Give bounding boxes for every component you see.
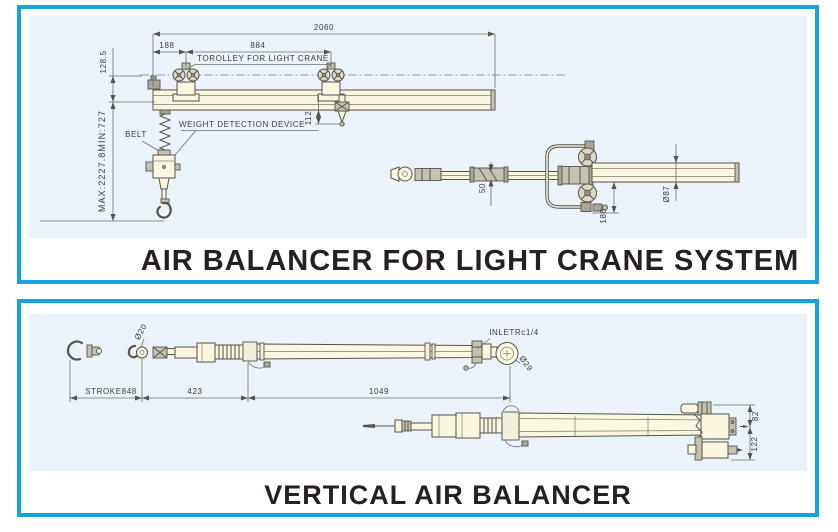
hook-top-view bbox=[390, 166, 400, 182]
dimensions-top-view: 50 186 Ø87 bbox=[478, 144, 679, 224]
belt-label: BELT bbox=[125, 130, 147, 139]
dim-drop-label: 112 bbox=[304, 111, 313, 126]
dim-stroke-label: STROKE848 bbox=[85, 387, 137, 396]
inlet-label: INLETRc1/4 bbox=[489, 328, 539, 337]
dimensions-side-view: 2060 188 884 128.5 MAX:2227.8MIN:727 bbox=[40, 23, 496, 222]
end-assembly bbox=[680, 401, 749, 461]
hook-side-view bbox=[156, 201, 172, 219]
dim-total-label: 2060 bbox=[314, 23, 334, 32]
dim-body-label: 1049 bbox=[369, 387, 389, 396]
balancer-tube-2 bbox=[518, 412, 711, 438]
dimensions-second-view: 82 122 bbox=[713, 404, 760, 461]
vertical-balancer-drawing: INLETRc1/4 Ø20 Ø29 STROKE848 bbox=[66, 322, 760, 461]
trolley-2 bbox=[317, 62, 345, 102]
dim-left-label: 188 bbox=[159, 41, 174, 50]
trolley-clamp-top-view bbox=[559, 166, 593, 185]
light-crane-drawing: 2060 188 884 128.5 MAX:2227.8MIN:727 bbox=[40, 23, 740, 224]
beam-top-view bbox=[390, 140, 740, 212]
dim-offset-label: 186 bbox=[599, 208, 608, 223]
callouts-side-view: TOROLLEY FOR LIGHT CRANE WEIGHT DETECTIO… bbox=[125, 54, 332, 156]
dim-range-label: MAX:2227.8MIN:727 bbox=[97, 110, 107, 212]
panel-vertical-air-balancer: INLETRc1/4 Ø20 Ø29 STROKE848 bbox=[17, 299, 819, 517]
balancer-second-view bbox=[363, 401, 749, 461]
panel-air-balancer-light-crane: 2060 188 884 128.5 MAX:2227.8MIN:727 bbox=[17, 5, 819, 284]
eye-ring bbox=[495, 342, 519, 365]
dim-mid-label-2: 423 bbox=[187, 387, 202, 396]
end-stop-clamp bbox=[147, 79, 161, 90]
weight-device-label: WEIGHT DETECTION DEVICE bbox=[179, 120, 305, 129]
drawing-area-light-crane: 2060 188 884 128.5 MAX:2227.8MIN:727 bbox=[29, 16, 807, 238]
bottom-panel-title: VERTICAL AIR BALANCER bbox=[264, 480, 632, 510]
dim-top-label: 82 bbox=[751, 411, 760, 421]
dim-rail-height-label: 128.5 bbox=[99, 50, 108, 73]
dim-bottom-label: 122 bbox=[750, 436, 759, 451]
dimension-chain: STROKE848 423 1049 bbox=[69, 358, 511, 402]
dim-hook-dia-label: Ø20 bbox=[133, 322, 149, 341]
balancer-main-view: INLETRc1/4 Ø20 Ø29 bbox=[66, 322, 539, 373]
bellows bbox=[214, 344, 244, 360]
trolley-label: TOROLLEY FOR LIGHT CRANE bbox=[197, 54, 329, 63]
main-hook bbox=[127, 344, 176, 359]
extended-hook bbox=[66, 340, 102, 361]
dim-dia-label: Ø87 bbox=[662, 186, 671, 203]
top-panel-title: AIR BALANCER FOR LIGHT CRANE SYSTEM bbox=[140, 245, 800, 277]
dim-mid-label: 884 bbox=[250, 41, 265, 50]
balancer-body bbox=[145, 149, 181, 219]
dim-ring-dia-label: Ø29 bbox=[518, 354, 535, 373]
drawing-area-vertical-balancer: INLETRc1/4 Ø20 Ø29 STROKE848 bbox=[29, 314, 807, 471]
trolley-1 bbox=[172, 62, 200, 102]
inlet-fitting bbox=[463, 340, 498, 371]
bellows-2 bbox=[479, 417, 503, 434]
dim-rail-label: 50 bbox=[478, 183, 487, 193]
